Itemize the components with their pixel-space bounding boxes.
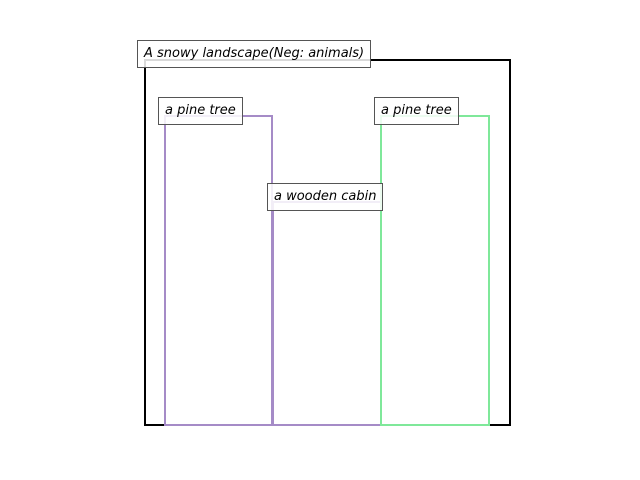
pine-tree-right-label: a pine tree xyxy=(374,97,459,125)
scene-caption-label: A snowy landscape(Neg: animals) xyxy=(137,40,372,68)
pine-tree-right-region-box xyxy=(380,115,490,426)
cabin-label: a wooden cabin xyxy=(267,183,384,211)
cabin-region-box xyxy=(272,201,382,426)
pine-tree-left-region-box xyxy=(164,115,273,426)
pine-tree-left-label: a pine tree xyxy=(158,97,243,125)
